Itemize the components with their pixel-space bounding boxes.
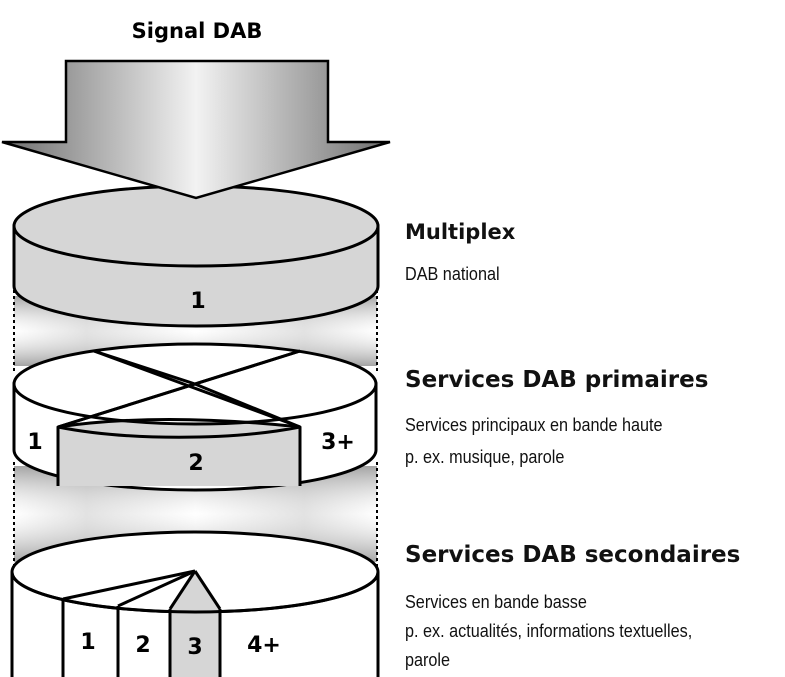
primary-services-line-1: Services principaux en bande haute — [405, 415, 663, 435]
primary-services-line-2: p. ex. musique, parole — [405, 447, 565, 467]
signal-title: Signal DAB — [132, 19, 263, 43]
secondary-segment-2-label: 2 — [135, 633, 150, 658]
multiplex-cylinder: 1 — [12, 184, 380, 328]
secondary-segment-3-fill — [170, 571, 220, 677]
secondary-services-line-3: parole — [405, 650, 451, 670]
primary-segment-2-top — [57, 425, 301, 439]
primary-services-cylinder: 1 2 3+ — [12, 342, 378, 492]
multiplex-segment-label: 1 — [190, 289, 205, 314]
secondary-services-line-2: p. ex. actualités, informations textuell… — [405, 621, 693, 641]
signal-arrow — [1, 59, 391, 200]
multiplex-title: Multiplex — [405, 220, 516, 244]
secondary-segment-4-label: 4+ — [247, 633, 281, 658]
secondary-segment-1-label: 1 — [80, 630, 95, 655]
secondary-services-line-1: Services en bande basse — [405, 592, 587, 612]
primary-segment-3-label: 3+ — [321, 430, 355, 455]
multiplex-description: DAB national — [405, 264, 500, 284]
secondary-segment-3-label: 3 — [187, 635, 202, 660]
primary-segment-2-label: 2 — [188, 451, 203, 476]
secondary-services-cylinder: 1 2 3 4+ — [10, 530, 380, 677]
secondary-services-title: Services DAB secondaires — [405, 542, 741, 568]
primary-services-title: Services DAB primaires — [405, 367, 709, 393]
primary-segment-1-label: 1 — [27, 430, 42, 455]
